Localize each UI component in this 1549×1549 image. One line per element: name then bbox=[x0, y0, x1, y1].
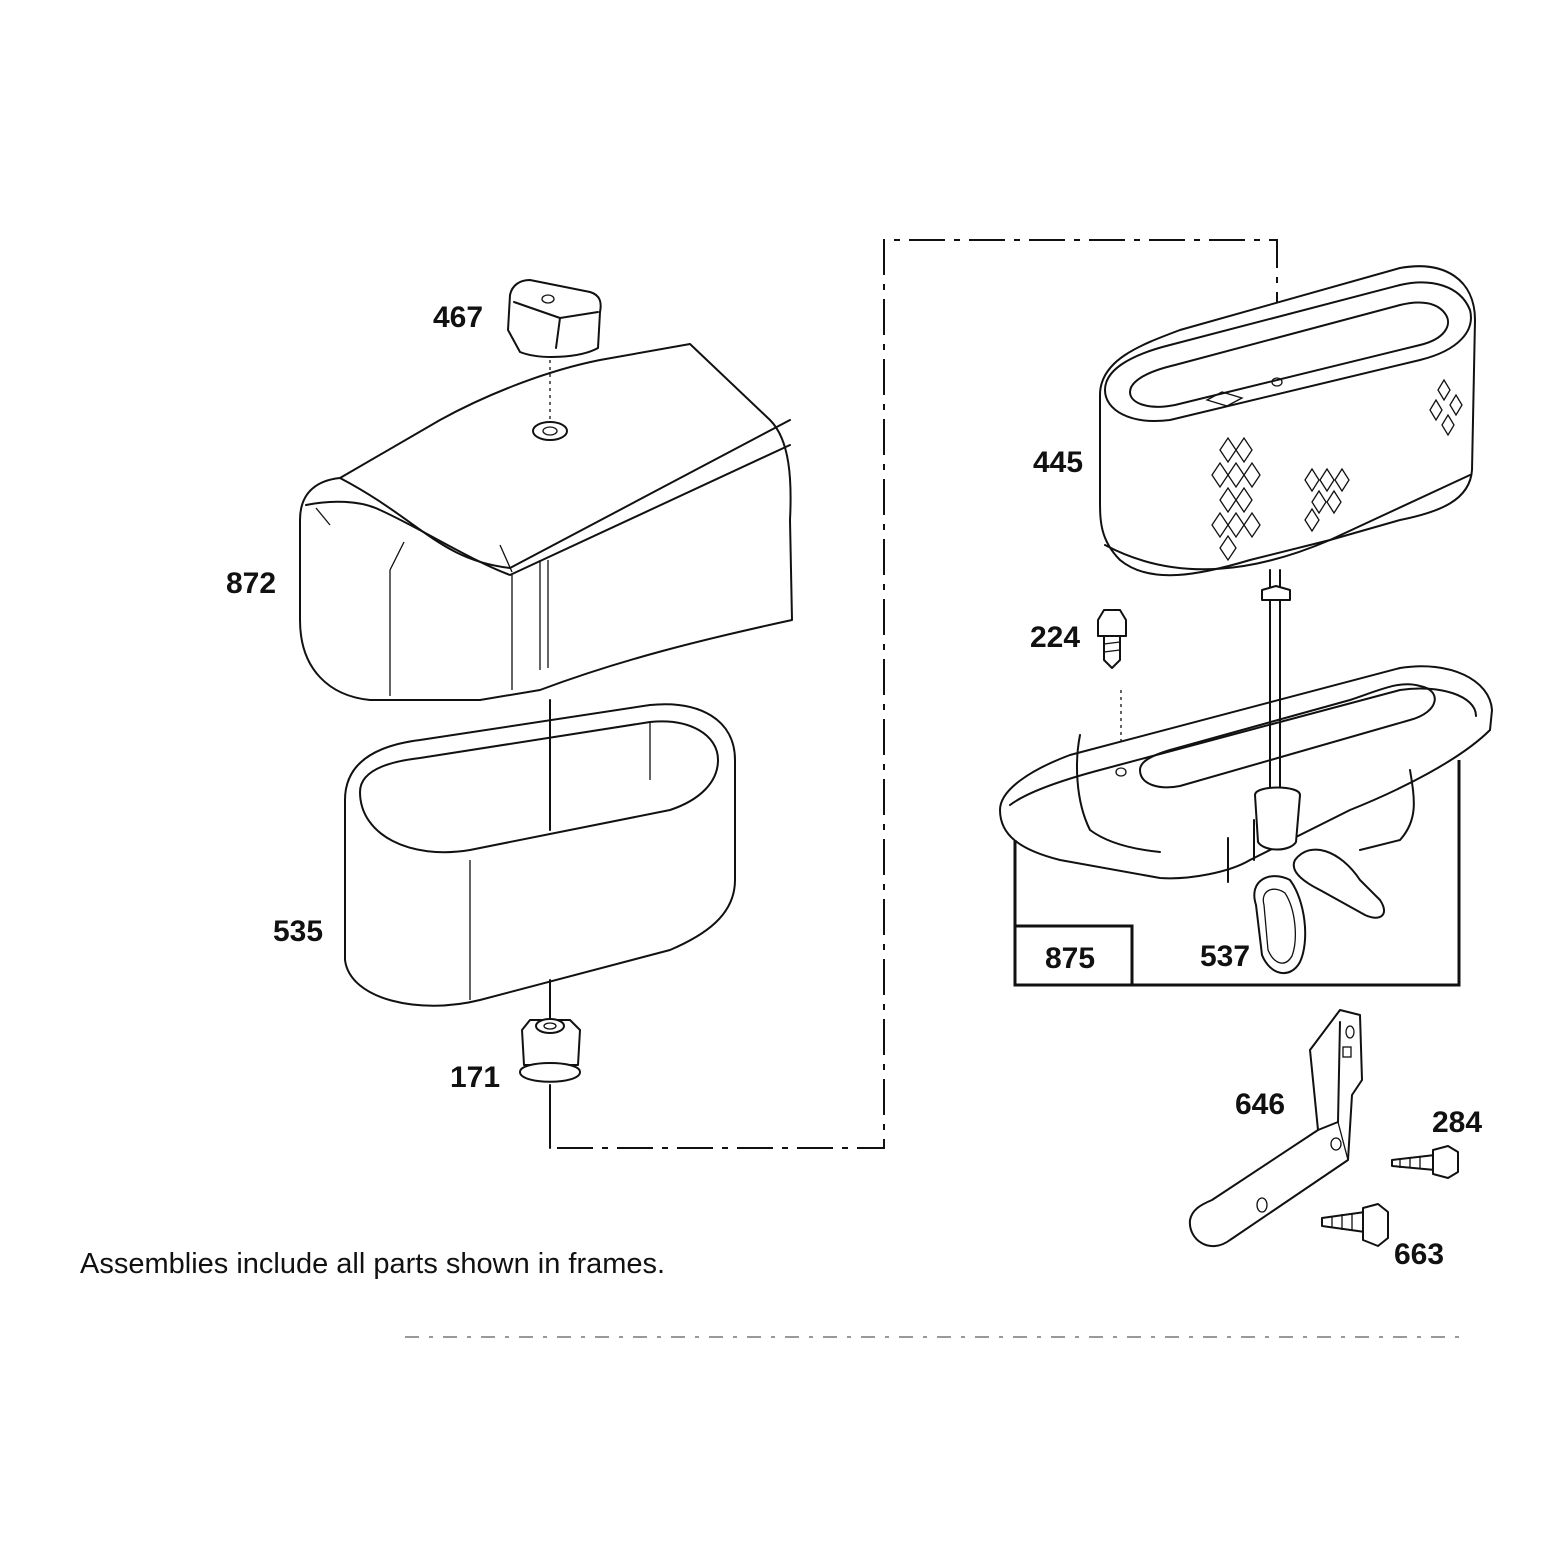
part-label-445: 445 bbox=[1033, 446, 1083, 479]
assemblies-note: Assemblies include all parts shown in fr… bbox=[80, 1248, 665, 1280]
dash-dot-connector-lines bbox=[549, 239, 1278, 1149]
part-labels: 467 872 535 171 445 224 875 537 646 284 … bbox=[226, 301, 1482, 1271]
assembly-frame-875 bbox=[1013, 760, 1461, 987]
part-label-663: 663 bbox=[1394, 1238, 1444, 1271]
part-label-535: 535 bbox=[273, 915, 323, 948]
screw-284 bbox=[1391, 1145, 1459, 1179]
filter-pleat-pattern bbox=[1211, 378, 1463, 562]
bolt bbox=[1097, 609, 1127, 770]
cover-knob bbox=[507, 279, 602, 420]
pre-cleaner-element bbox=[344, 699, 736, 1007]
part-label-284: 284 bbox=[1432, 1106, 1482, 1139]
part-label-872: 872 bbox=[226, 567, 276, 600]
wing-nut bbox=[519, 979, 581, 1149]
part-label-875: 875 bbox=[1045, 942, 1095, 975]
mounting-bracket bbox=[1188, 1009, 1363, 1247]
part-label-646: 646 bbox=[1235, 1088, 1285, 1121]
part-label-467: 467 bbox=[433, 301, 483, 334]
screw-663 bbox=[1321, 1203, 1389, 1247]
air-cleaner-cover bbox=[299, 343, 793, 701]
part-label-537: 537 bbox=[1200, 940, 1250, 973]
part-label-171: 171 bbox=[450, 1061, 500, 1094]
part-label-224: 224 bbox=[1030, 621, 1080, 654]
air-filter-cartridge bbox=[1099, 265, 1476, 577]
air-cleaner-base bbox=[999, 569, 1493, 974]
